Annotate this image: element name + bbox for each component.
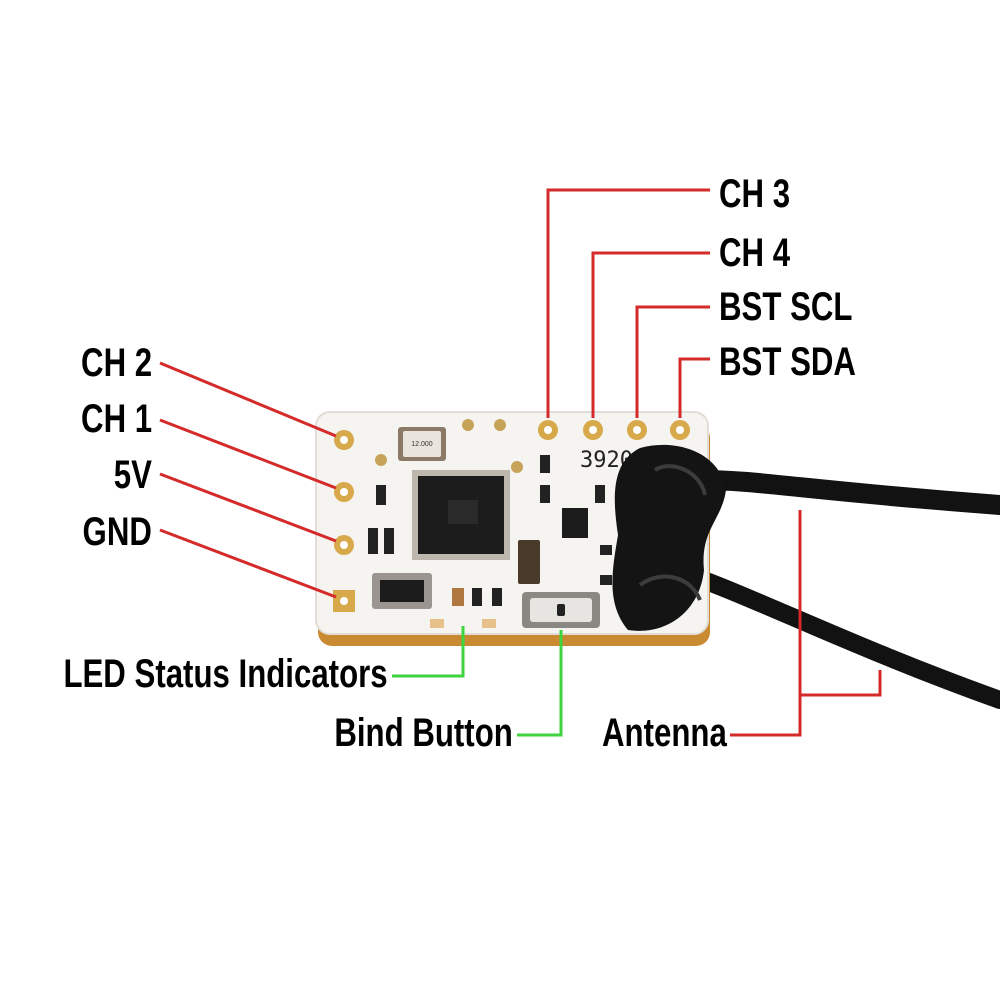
label-antenna: Antenna: [602, 711, 727, 755]
leader-5v: [159, 472, 337, 543]
antenna-cable-lower: [681, 566, 1000, 709]
leader-bst-sda: [678, 357, 710, 418]
pin-leader-lines: [159, 188, 882, 737]
leader-bind: [517, 630, 563, 737]
leader-led: [392, 626, 465, 678]
leader-bst-scl: [635, 305, 710, 418]
pcb-board: 12.000 3920: [315, 411, 726, 646]
led-2: [482, 619, 496, 628]
leader-ch2: [159, 361, 337, 438]
label-ch2: CH 2: [80, 341, 152, 385]
leader-antenna: [730, 510, 802, 737]
small-chip: [562, 508, 588, 538]
label-gnd: GND: [82, 510, 152, 554]
label-bind-button: Bind Button: [334, 711, 513, 755]
label-bst-sda: BST SDA: [719, 340, 856, 384]
crystal-oscillator: 12.000: [398, 427, 446, 461]
led-1: [430, 619, 444, 628]
feature-leader-lines: [392, 626, 563, 737]
main-chip: [412, 470, 510, 560]
leader-gnd: [159, 528, 337, 599]
crystal-marking: 12.000: [411, 441, 433, 448]
leader-ch1: [159, 418, 337, 490]
leader-antenna-bracket: [800, 670, 882, 697]
label-led-status: LED Status Indicators: [63, 652, 388, 696]
leader-ch3: [546, 188, 710, 418]
antenna-cable-upper: [690, 470, 1000, 515]
antenna-cables: [681, 470, 1000, 709]
leader-ch4: [591, 251, 710, 418]
label-ch3: CH 3: [719, 172, 791, 216]
label-bst-scl: BST SCL: [719, 285, 853, 329]
label-ch1: CH 1: [80, 397, 152, 441]
bind-button-switch: [522, 592, 600, 628]
label-5v: 5V: [113, 453, 152, 497]
label-ch4: CH 4: [719, 231, 791, 275]
